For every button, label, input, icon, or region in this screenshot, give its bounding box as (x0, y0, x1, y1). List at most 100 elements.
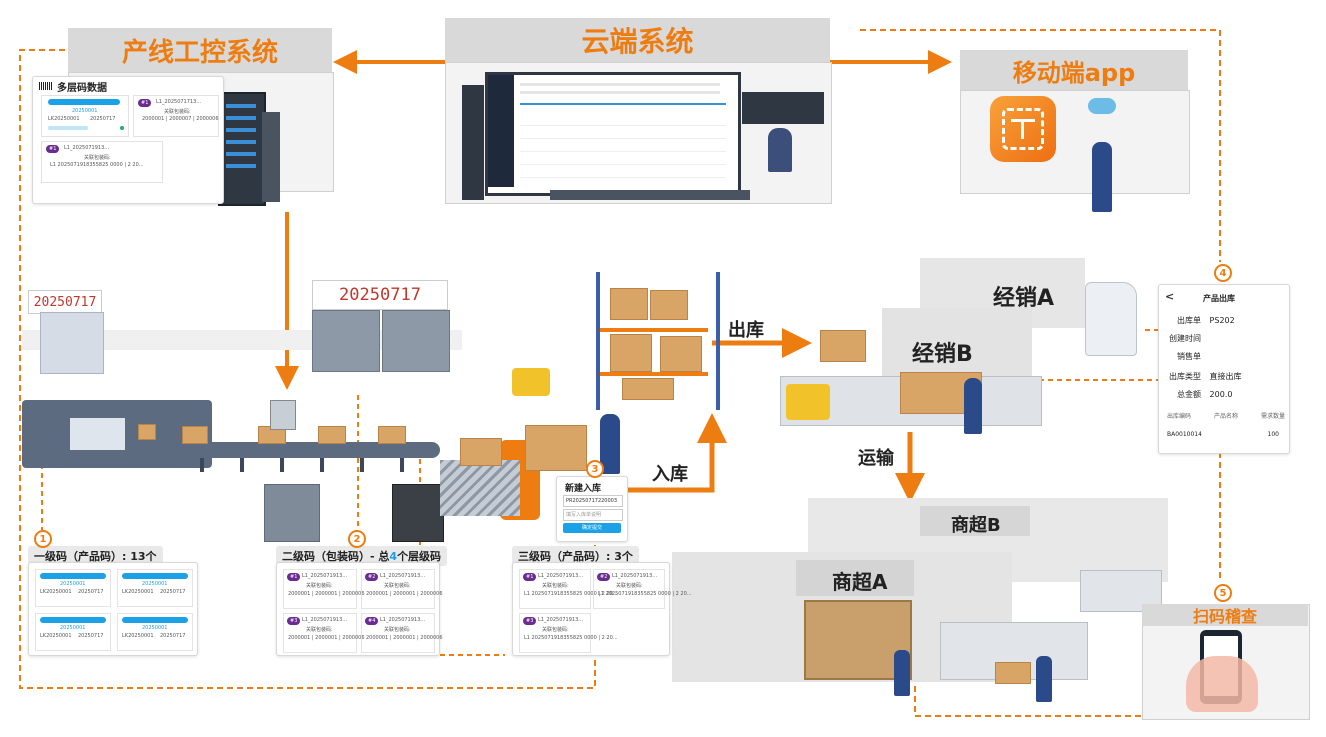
level2-title: 二级码（包装码）- 总4个层级码 (276, 546, 448, 566)
market-worker-2 (1036, 656, 1052, 702)
phone-table-row[interactable]: BA0010014 100 (1167, 431, 1279, 438)
phone-back-button[interactable]: < (1165, 290, 1175, 303)
scan-title: 扫码稽查 (1142, 604, 1308, 626)
cloud-side-monitor (742, 92, 824, 124)
inbound-label: 入库 (652, 464, 688, 485)
level1-card: 20250001 LK20250001 20250717 20250001 LK… (28, 562, 198, 656)
level2-item-4[interactable]: #4 L1_2025071913... 关联包装码: 2000001 | 200… (361, 613, 443, 653)
level2-item-3[interactable]: #3 L1_2025071913... 关联包装码: 2000001 | 200… (283, 613, 365, 653)
market-a-name: 商超A (832, 570, 888, 594)
phone-row-amount: 总金额 200.0 (1177, 390, 1233, 399)
scanner-unit (270, 400, 296, 430)
printer-unit-2 (382, 310, 450, 372)
dealer-forklift (786, 384, 830, 420)
level2-item-2[interactable]: #2 L1_2025071913... 关联包装码: 2000001 | 200… (361, 569, 443, 609)
phone-row-type: 出库类型 直接出库 (1169, 372, 1242, 381)
market-b-sign (920, 506, 1030, 536)
market-worker-1 (894, 650, 910, 696)
phone-table-header: 出库编码 产品名称 需求数量 (1167, 413, 1285, 420)
multi-code-title: 多层码数据 (57, 83, 107, 94)
box (182, 426, 208, 444)
barcode-icon (39, 82, 53, 90)
level2-item-1[interactable]: #1 L1_2025071913... 关联包装码: 2000001 | 200… (283, 569, 365, 609)
inbound-note-input[interactable]: 填写入库单说明 (563, 509, 623, 521)
production-system-title: 产线工控系统 (68, 28, 332, 72)
step-5-badge: 5 (1214, 584, 1232, 602)
phone-row-created: 创建时间 (1169, 334, 1201, 343)
transport-label: 运输 (858, 448, 894, 469)
level3-item-1[interactable]: #1 L1_2025071913... 关联包装码: L1 2025071918… (519, 569, 618, 609)
multi-code-card: 多层码数据 20250001 LK20250001 20250717 #1 L1… (32, 76, 224, 204)
step-4-badge: 4 (1214, 264, 1232, 282)
cloud-icon (1088, 98, 1116, 114)
server-rack (218, 92, 266, 206)
mobile-title-text: 移动端app (1012, 58, 1136, 87)
cloud-dashboard-screen (485, 72, 741, 196)
box (318, 426, 346, 444)
box (610, 288, 648, 320)
level1-item-4[interactable]: 20250001 LK20250001 20250717 (117, 613, 193, 651)
app-icon (990, 96, 1056, 162)
dealer-a-truck-cab (1085, 282, 1137, 356)
box (995, 662, 1031, 684)
cloud-system-title: 云端系统 (445, 18, 830, 62)
mobile-user (1092, 142, 1112, 212)
inbound-order-input[interactable]: PR20250717220003 (563, 495, 623, 507)
arrow-right-icon (616, 413, 727, 493)
inbound-form-card: 新建入库 PR20250717220003 填写入库单说明 确定提交 (556, 476, 628, 542)
level3-title: 三级码（产品码）: 3个 (512, 546, 639, 566)
forklift (512, 368, 550, 396)
warehouse-worker (600, 414, 620, 474)
printer-display-right: 20250717 (312, 280, 448, 310)
level1-item-2[interactable]: 20250001 LK20250001 20250717 (117, 569, 193, 607)
step-2-badge: 2 (348, 530, 366, 548)
box (610, 334, 652, 372)
box (525, 425, 587, 471)
scan-hand (1186, 656, 1258, 712)
inbound-submit-button[interactable]: 确定提交 (563, 523, 621, 533)
scanner-close-up (264, 484, 320, 542)
box (650, 290, 688, 320)
market-a-sign (796, 560, 914, 596)
conveyor-legs (200, 458, 430, 472)
cloud-operator (768, 128, 792, 172)
cloud-desk (550, 190, 750, 200)
multi-code-item-1[interactable]: 20250001 LK20250001 20250717 (41, 95, 129, 137)
level2-card: #1 L1_2025071913... 关联包装码: 2000001 | 200… (276, 562, 443, 656)
box (378, 426, 406, 444)
box (660, 336, 702, 372)
outbound-label: 出库 (728, 320, 764, 341)
level1-item-1[interactable]: 20250001 LK20250001 20250717 (35, 569, 111, 607)
cloud-server-rack (462, 85, 484, 200)
camera-close-up (392, 484, 444, 542)
level1-item-3[interactable]: 20250001 LK20250001 20250717 (35, 613, 111, 651)
level3-item-2[interactable]: #2 L1_2025071913... 关联包装码: L1 2025071918… (593, 569, 692, 609)
printer-display-left: 20250717 (28, 290, 102, 314)
box (820, 330, 866, 362)
multi-code-item-3[interactable]: #1 L1_2025071913... 关联包装码: L1 2025071918… (41, 141, 163, 183)
market-b-name: 商超B (951, 515, 1001, 536)
cloud-title-text: 云端系统 (581, 25, 694, 58)
box (138, 424, 156, 440)
phone-form-title: 产品出库 (1203, 294, 1235, 303)
level3-card: #1 L1_2025071913... 关联包装码: L1 2025071918… (512, 562, 692, 656)
warehouse-shelf (596, 272, 720, 410)
dealer-b-name: 经销B (912, 342, 973, 367)
step-1-badge: 1 (34, 530, 52, 548)
phone-outbound-form: < 产品出库 出库单 PS202 创建时间 销售单 出库类型 直接出库 总金额 … (1158, 284, 1290, 454)
market-b-truck (1080, 570, 1162, 612)
label-printer (40, 312, 104, 374)
multi-code-item-2[interactable]: #1 L1_2025071713... 关联包装码: 2000001 | 200… (133, 95, 219, 137)
inbound-form-title: 新建入库 (565, 484, 602, 494)
phone-row-order: 出库单 PS202 (1177, 316, 1235, 325)
production-title-text: 产线工控系统 (121, 37, 278, 68)
box (622, 378, 674, 400)
server-rack-2 (262, 112, 280, 202)
level1-title: 一级码（产品码）: 13个 (28, 546, 163, 566)
mobile-app-title: 移动端app (960, 50, 1188, 90)
step-3-badge: 3 (586, 460, 604, 478)
level3-item-3[interactable]: #3 L1_2025071913... 关联包装码: L1 2025071918… (519, 613, 618, 653)
scan-title-text: 扫码稽查 (1192, 607, 1257, 626)
phone-row-sales: 销售单 (1177, 352, 1201, 361)
